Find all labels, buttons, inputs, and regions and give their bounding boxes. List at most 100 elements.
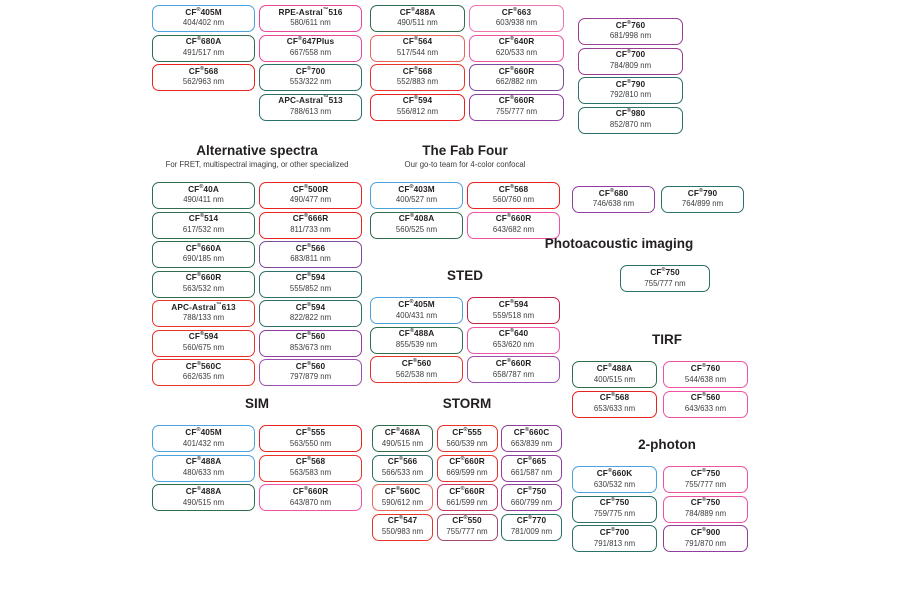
trademark-symbol: ® <box>510 184 515 191</box>
dye-chip-wavelengths: 811/733 nm <box>290 224 331 234</box>
dye-chip-name: CF®700 <box>616 50 646 60</box>
dye-name-number: 750 <box>615 497 630 508</box>
dye-name-base: CF <box>185 272 197 283</box>
dye-chip-name: CF®40A <box>188 184 219 195</box>
trademark-symbol: ® <box>307 272 312 279</box>
trademark-symbol: ® <box>303 486 309 493</box>
dye-name-number: 700 <box>631 49 646 60</box>
dye-chip-wavelengths: 563/583 nm <box>289 468 332 478</box>
trademark-symbol: ™ <box>323 95 329 102</box>
dye-chip-wavelengths: 755/777 nm <box>495 106 538 116</box>
dye-name-number: 660C <box>529 426 550 437</box>
dye-chip-name: CF®640 <box>499 329 529 339</box>
trademark-symbol: ® <box>307 66 312 73</box>
dye-chip-name: CF®547 <box>388 516 418 526</box>
dye-chip-name: CF®663 <box>502 7 532 18</box>
dye-name-base: APC-Astral <box>171 301 217 312</box>
dye-chip-wavelengths: 852/870 nm <box>609 119 652 129</box>
trademark-symbol: ® <box>460 486 465 493</box>
dye-chip-name: CF®640R <box>499 37 535 47</box>
dye-name-base: APC-Astral <box>278 95 324 106</box>
dye-name-base: CF <box>402 36 415 47</box>
